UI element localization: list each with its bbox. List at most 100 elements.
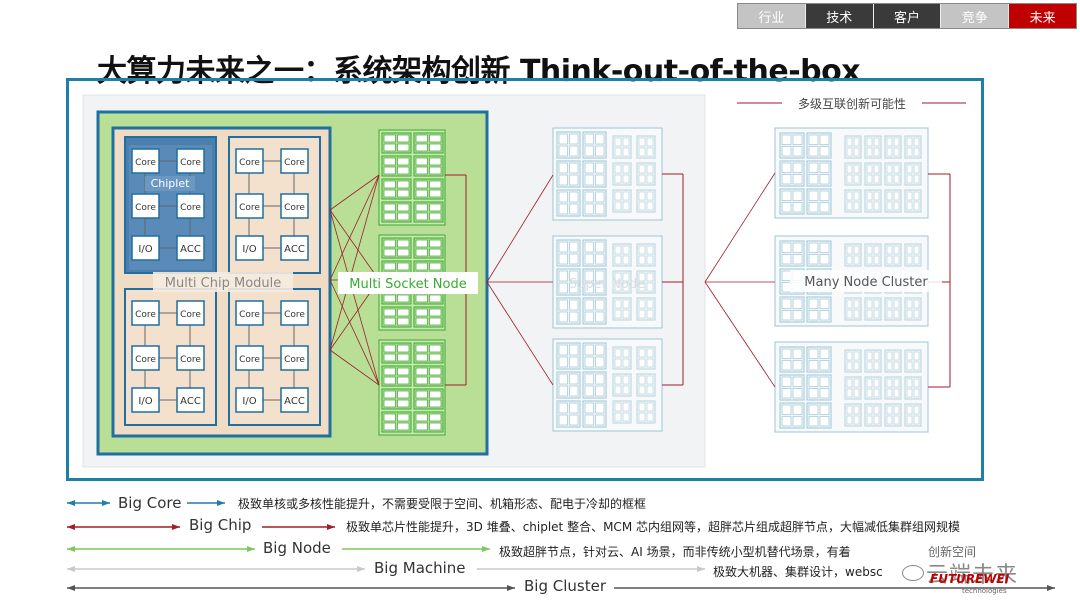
chip-cell: [846, 309, 853, 319]
connector-line: [329, 279, 380, 386]
chip-cell: [819, 254, 830, 265]
core-label: Core: [135, 203, 156, 213]
chip-cell: [873, 137, 880, 147]
chip-cell: [558, 241, 568, 253]
chip-cell: [638, 174, 646, 184]
acc-box: [280, 387, 309, 413]
chip-cell: [808, 348, 819, 359]
chip-cell: [853, 415, 860, 425]
chip-cell: [893, 299, 900, 309]
acc-box: [280, 235, 309, 261]
tab-customer[interactable]: 客户: [873, 4, 942, 28]
chip-cell: [614, 348, 622, 358]
chip-cell: [383, 203, 396, 212]
chip-cell: [646, 147, 654, 157]
chip-cell: [646, 348, 654, 358]
chip-cell: [614, 385, 622, 395]
connector-line: [329, 209, 380, 281]
chip-cell: [792, 388, 803, 399]
chip-cell: [397, 212, 410, 221]
chip-cell: [614, 255, 622, 265]
chip-cell: [638, 282, 646, 292]
io-box: [131, 387, 160, 413]
chip-cell: [792, 254, 803, 265]
chip-cell: [873, 351, 880, 361]
chip-cell: [846, 388, 853, 398]
chip-cell: [808, 404, 819, 415]
chip-cell: [893, 351, 900, 361]
chip-cell: [646, 299, 654, 309]
connector-line: [704, 281, 776, 388]
tab-industry[interactable]: 行业: [738, 4, 806, 28]
chip-cell: [558, 282, 568, 294]
io-box: [235, 387, 264, 413]
chip-cell: [614, 191, 622, 201]
chip-cell: [558, 270, 568, 282]
core-box: [280, 300, 309, 326]
connector-line: [329, 209, 380, 386]
chip-cell: [429, 239, 442, 248]
chip-cell: [886, 415, 893, 425]
chip-cell: [397, 134, 410, 143]
chip-cell: [866, 137, 873, 147]
chip-cell: [913, 191, 920, 201]
chip-cell: [886, 147, 893, 157]
tab-future[interactable]: 未来: [1009, 4, 1076, 28]
core-label: Core: [284, 158, 305, 168]
chip-cell: [569, 191, 579, 203]
chip-cell: [429, 422, 442, 431]
chip-cell: [853, 361, 860, 371]
chip-cell: [893, 191, 900, 201]
legend-big-core-desc: 极致单核或多核性能提升，不需要受限于空间、机箱形态、配电于冷却的框框: [238, 497, 647, 511]
chip-cell: [846, 351, 853, 361]
chip-cell: [558, 145, 568, 157]
chip-cell: [808, 190, 819, 201]
chip-cell: [893, 245, 900, 255]
tab-technology[interactable]: 技术: [805, 4, 874, 28]
chip-cell: [886, 378, 893, 388]
chip-cell: [781, 388, 792, 399]
chip-cell: [429, 189, 442, 198]
chip-cell: [614, 299, 622, 309]
tab-competition[interactable]: 竞争: [941, 4, 1010, 28]
chip-cell: [846, 201, 853, 211]
chip-cell: [429, 294, 442, 303]
acc-box: [176, 235, 205, 261]
chip-cell: [792, 376, 803, 387]
chip-cell: [429, 376, 442, 385]
chip-cell: [558, 203, 568, 215]
chip-cell: [866, 361, 873, 371]
chip-cell: [906, 309, 913, 319]
chip-cell: [558, 356, 568, 368]
connector-line: [329, 174, 380, 351]
chip-cell: [397, 308, 410, 317]
chip-cell: [569, 174, 579, 186]
chip-cell: [584, 191, 594, 203]
chip-cell: [415, 166, 428, 175]
acc-label: ACC: [180, 244, 201, 255]
chip-cell: [383, 344, 396, 353]
acc-box: [176, 387, 205, 413]
chip-cell: [853, 351, 860, 361]
chip-cell: [397, 203, 410, 212]
chip-cell: [913, 388, 920, 398]
chip-cell: [792, 310, 803, 321]
chip-cell: [646, 272, 654, 282]
chip-cell: [614, 282, 622, 292]
chip-cell: [558, 402, 568, 414]
chip-cell: [886, 137, 893, 147]
chip-cell: [846, 361, 853, 371]
chip-cell: [819, 162, 830, 173]
chip-cell: [819, 416, 830, 427]
chip-cell: [569, 414, 579, 426]
chip-cell: [429, 180, 442, 189]
chip-cell: [584, 414, 594, 426]
chip-cell: [383, 308, 396, 317]
chip-cell: [584, 344, 594, 356]
chip-cell: [584, 253, 594, 265]
chip-cell: [792, 174, 803, 185]
chip-cell: [622, 201, 630, 211]
core-box: [131, 300, 160, 326]
chip-cell: [415, 399, 428, 408]
chip-cell: [638, 348, 646, 358]
